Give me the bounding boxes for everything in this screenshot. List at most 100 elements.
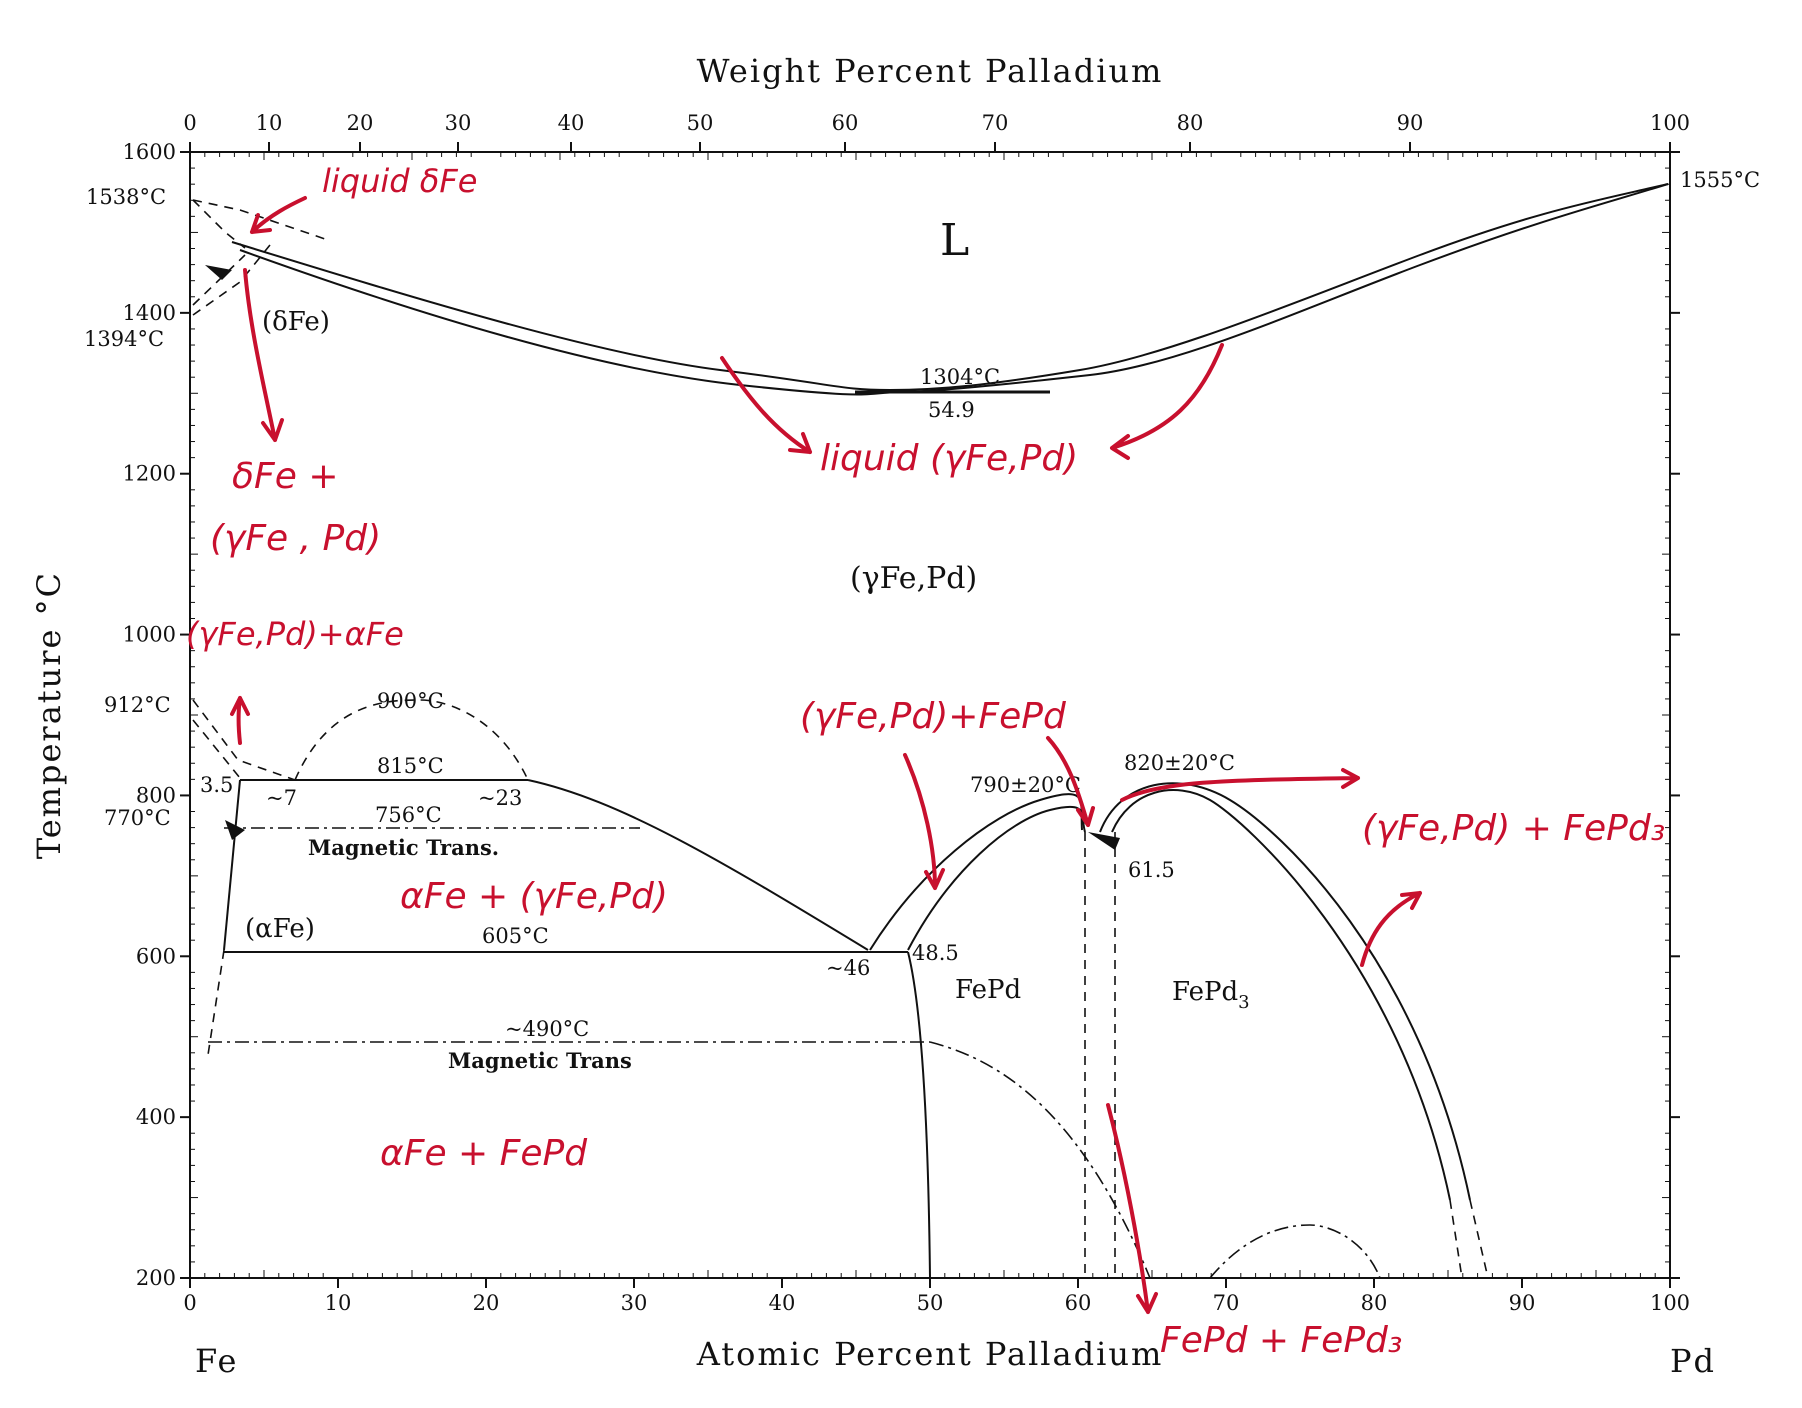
annotation-liquid-delta: liquid δFe [322, 162, 477, 200]
comp-23-label: ~23 [478, 786, 522, 810]
top-tick-label: 90 [1397, 111, 1424, 135]
gamma-alpha-dash [192, 699, 296, 781]
fepd-solvus-down [907, 951, 931, 1279]
fepd3-sub: 3 [1238, 992, 1249, 1013]
bottom-tick-label: 70 [1213, 1291, 1240, 1315]
annotation-fepd-fepd3: FePd + FePd₃ [1160, 1320, 1402, 1361]
left-tick-label: 1600 [123, 140, 176, 164]
miscibility-900 [294, 699, 529, 781]
temp-770: 770°C [104, 806, 171, 830]
right-element-label: Pd [1670, 1342, 1716, 1380]
annotation-arrow-fepd-fepd3 [1106, 1103, 1158, 1314]
right-axis-ticks [1662, 151, 1680, 1279]
left-tick-label: 800 [136, 783, 176, 807]
bottom-tick-label: 20 [473, 1291, 500, 1315]
ordering-dome [1209, 1224, 1381, 1279]
comp-46-label: ~46 [826, 956, 870, 980]
temp-1555: 1555°C [1680, 168, 1760, 192]
annotation-arrow-delta-gamma [243, 268, 284, 442]
comp-3-5-label: 3.5 [200, 773, 233, 797]
temp-1394: 1394°C [84, 327, 164, 351]
comp-54-9-label: 54.9 [928, 398, 975, 422]
annotation-arrow-liquid-gamma-left [720, 356, 812, 454]
bottom-tick-label: 40 [769, 1291, 796, 1315]
annotation-arrow-liquid-gamma-right [1110, 343, 1224, 460]
solidus-curve [239, 183, 1669, 396]
temp-1304-label: 1304°C [920, 365, 1000, 389]
bottom-tick-label: 60 [1065, 1291, 1092, 1315]
temp-912: 912°C [104, 693, 171, 717]
arrow-delta [205, 265, 232, 280]
left-tick-label: 1200 [123, 462, 176, 486]
annotation-alpha-fepd: αFe + FePd [380, 1133, 588, 1174]
bottom-tick-label: 80 [1361, 1291, 1388, 1315]
left-element-label: Fe [195, 1342, 238, 1380]
top-tick-label: 50 [687, 111, 714, 135]
temp-605-label: 605°C [482, 924, 549, 948]
temp-756-label: 756°C [375, 803, 442, 827]
temp-900-label: 900°C [377, 689, 444, 713]
handwritten-annotations: liquid δFe δFe + (γFe , Pd) liquid (γFe,… [186, 162, 1665, 1361]
top-tick-label: 100 [1650, 111, 1690, 135]
delta-fe-label: (δFe) [262, 307, 330, 337]
top-tick-label: 30 [445, 111, 472, 135]
fepd3-dome-inner [1111, 789, 1451, 1201]
top-tick-label: 80 [1177, 111, 1204, 135]
fepd3-dome-outer [1099, 782, 1471, 1201]
bottom-axis-title: Atomic Percent Palladium [696, 1335, 1164, 1373]
comp-7-label: ~7 [266, 786, 297, 810]
temp-490-label: ~490°C [505, 1017, 589, 1041]
annotation-liquid-gamma: liquid (γFe,Pd) [820, 438, 1078, 479]
gamma-alpha-boundary [527, 779, 869, 951]
delta-gamma-dash-2 [192, 254, 246, 306]
top-tick-label: 40 [558, 111, 585, 135]
top-axis-ticks: 0 10 20 30 40 50 60 70 80 90 100 [183, 111, 1690, 160]
arrow-alpha [225, 820, 245, 840]
bottom-tick-label: 10 [325, 1291, 352, 1315]
temp-815-label: 815°C [377, 754, 444, 778]
fepd3-dome-outer-dash [1469, 1199, 1489, 1279]
alpha-solvus [223, 779, 241, 951]
temp-820-label: 820±20°C [1124, 751, 1235, 775]
top-tick-label: 20 [347, 111, 374, 135]
annotation-gamma-alpha: (γFe,Pd)+αFe [186, 615, 404, 653]
fepd-region-label: FePd [955, 975, 1021, 1005]
annotation-arrow-gamma-fepd3-2 [1360, 891, 1422, 967]
top-tick-label: 0 [183, 111, 196, 135]
top-tick-label: 10 [256, 111, 283, 135]
alpha-solvus-low [207, 949, 225, 1056]
annotation-arrow-gamma-fepd [903, 753, 945, 890]
top-tick-label: 60 [832, 111, 859, 135]
bottom-tick-label: 30 [621, 1291, 648, 1315]
delta-liquidus-dash [192, 199, 329, 241]
top-tick-label: 70 [982, 111, 1009, 135]
annotation-arrow-gamma-fepd3 [1120, 768, 1360, 802]
magnetic-trans-label-1: Magnetic Trans. [308, 835, 499, 860]
alpha-fe-label: (αFe) [245, 914, 315, 944]
annotation-delta-gamma-1: δFe + [232, 456, 339, 497]
annotation-arrow-gamma-fepd-2 [1046, 736, 1095, 827]
fepd-left-outer [869, 793, 1083, 951]
arrow-615 [1088, 832, 1120, 850]
temp-1538: 1538°C [86, 185, 166, 209]
left-tick-label: 400 [136, 1105, 176, 1129]
annotation-arrow-gamma-alpha [230, 696, 250, 745]
temp-790-label: 790±20°C [970, 773, 1081, 797]
bottom-tick-label: 0 [183, 1291, 196, 1315]
annotation-gamma-fepd: (γFe,Pd)+FePd [800, 696, 1067, 737]
fepd3-dome-inner-dash [1449, 1199, 1463, 1279]
bottom-tick-label: 90 [1509, 1291, 1536, 1315]
gamma-alpha-dash-2 [192, 719, 241, 779]
liquid-region-label: L [940, 215, 969, 266]
bottom-tick-label: 50 [917, 1291, 944, 1315]
fepd3-base: FePd [1172, 977, 1238, 1007]
annotation-delta-gamma-2: (γFe , Pd) [210, 518, 381, 559]
annotation-alpha-gamma: αFe + (γFe,Pd) [400, 876, 668, 917]
delta-gamma-dash-1 [192, 244, 271, 316]
left-tick-label: 200 [136, 1266, 176, 1290]
gamma-region-label: (γFe,Pd) [850, 561, 977, 596]
magnetic-trans-label-2: Magnetic Trans [448, 1048, 632, 1073]
